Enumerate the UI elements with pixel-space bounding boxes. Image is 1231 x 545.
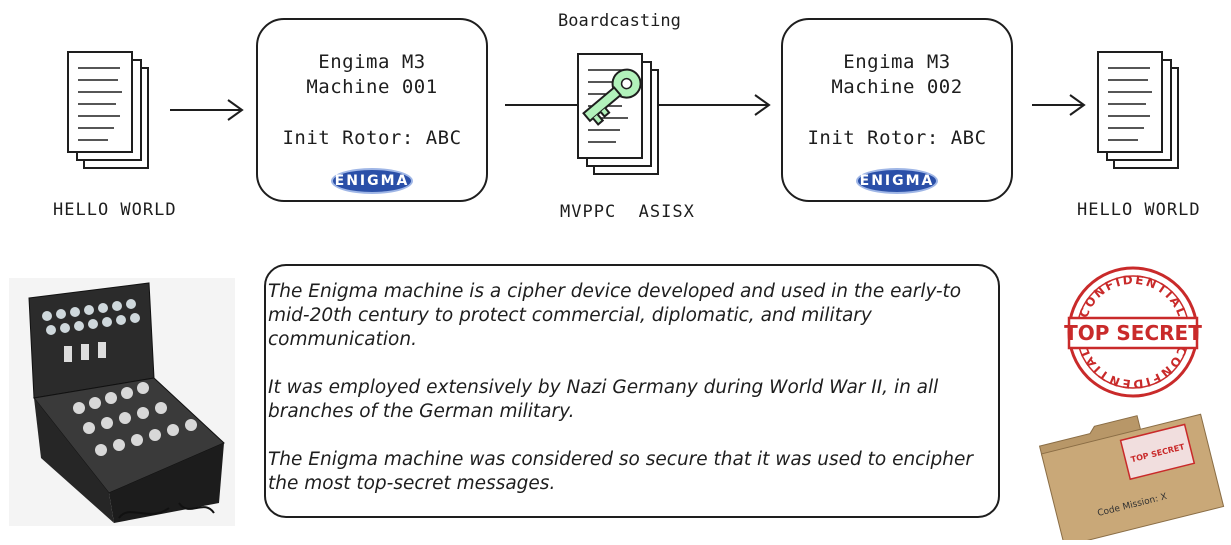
svg-text:CONFIDENTIAL: CONFIDENTIAL <box>1076 273 1189 320</box>
output-plaintext-label: HELLO WORLD <box>1077 200 1201 220</box>
ciphertext-label: MVPPC ASISX <box>560 202 695 222</box>
arrow-right-icon <box>170 99 244 121</box>
document-stack-icon <box>67 51 149 169</box>
rotor-setting: Init Rotor: ABC <box>807 127 987 149</box>
machine-id: Machine 002 <box>831 76 963 98</box>
enigma-logo: ENIGMA <box>856 168 938 194</box>
stamp-main-text: TOP SECRET <box>1064 321 1202 345</box>
description-paragraph: The Enigma machine was considered so sec… <box>268 449 973 494</box>
input-plaintext-label: HELLO WORLD <box>53 200 177 220</box>
enigma-machine-001: Engima M3 Machine 001 Init Rotor: ABC EN… <box>256 18 488 202</box>
enigma-logo: ENIGMA <box>331 168 413 194</box>
svg-text:CONFIDENTIAL: CONFIDENTIAL <box>1076 344 1189 391</box>
document-stack-icon <box>1097 51 1179 169</box>
top-secret-stamp: CONFIDENTIAL CONFIDENTIAL TOP SECRET <box>1064 266 1202 398</box>
description-paragraph: The Enigma machine is a cipher device de… <box>268 281 962 350</box>
machine-model: Engima M3 <box>318 51 426 73</box>
enigma-machine-photo <box>9 278 235 526</box>
machine-model: Engima M3 <box>843 51 951 73</box>
machine-id: Machine 001 <box>306 76 438 98</box>
stamp-arc-text: CONFIDENTIAL <box>1076 344 1187 391</box>
enigma-description: The Enigma machine is a cipher device de… <box>264 264 1000 518</box>
secret-folder-icon: TOP SECRET Code Mission: X <box>1038 413 1225 540</box>
stamp-arc-text: CONFIDENTIAL <box>1076 273 1187 320</box>
enigma-machine-002: Engima M3 Machine 002 Init Rotor: ABC EN… <box>781 18 1013 202</box>
arrow-right-icon <box>1032 94 1086 116</box>
description-paragraph: It was employed extensively by Nazi Germ… <box>268 377 939 422</box>
broadcast-label: Boardcasting <box>558 11 681 31</box>
rotor-setting: Init Rotor: ABC <box>282 127 462 149</box>
encrypted-document-key-icon <box>577 53 659 175</box>
